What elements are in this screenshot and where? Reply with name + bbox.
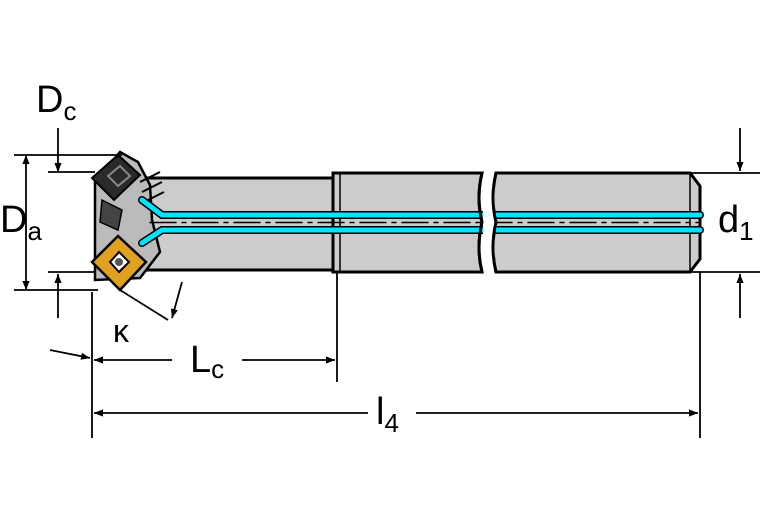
coolant-channels (138, 196, 704, 247)
label-lc: Lc (190, 339, 224, 384)
label-da: Da (0, 199, 42, 246)
label-kappa: κ (113, 313, 130, 349)
cutter-head (90, 150, 165, 292)
label-d1: d1 (718, 199, 754, 246)
body-front-section (133, 176, 335, 272)
upper-insert (90, 153, 142, 202)
label-dc: Dc (36, 79, 76, 126)
label-l4: l4 (376, 391, 399, 438)
